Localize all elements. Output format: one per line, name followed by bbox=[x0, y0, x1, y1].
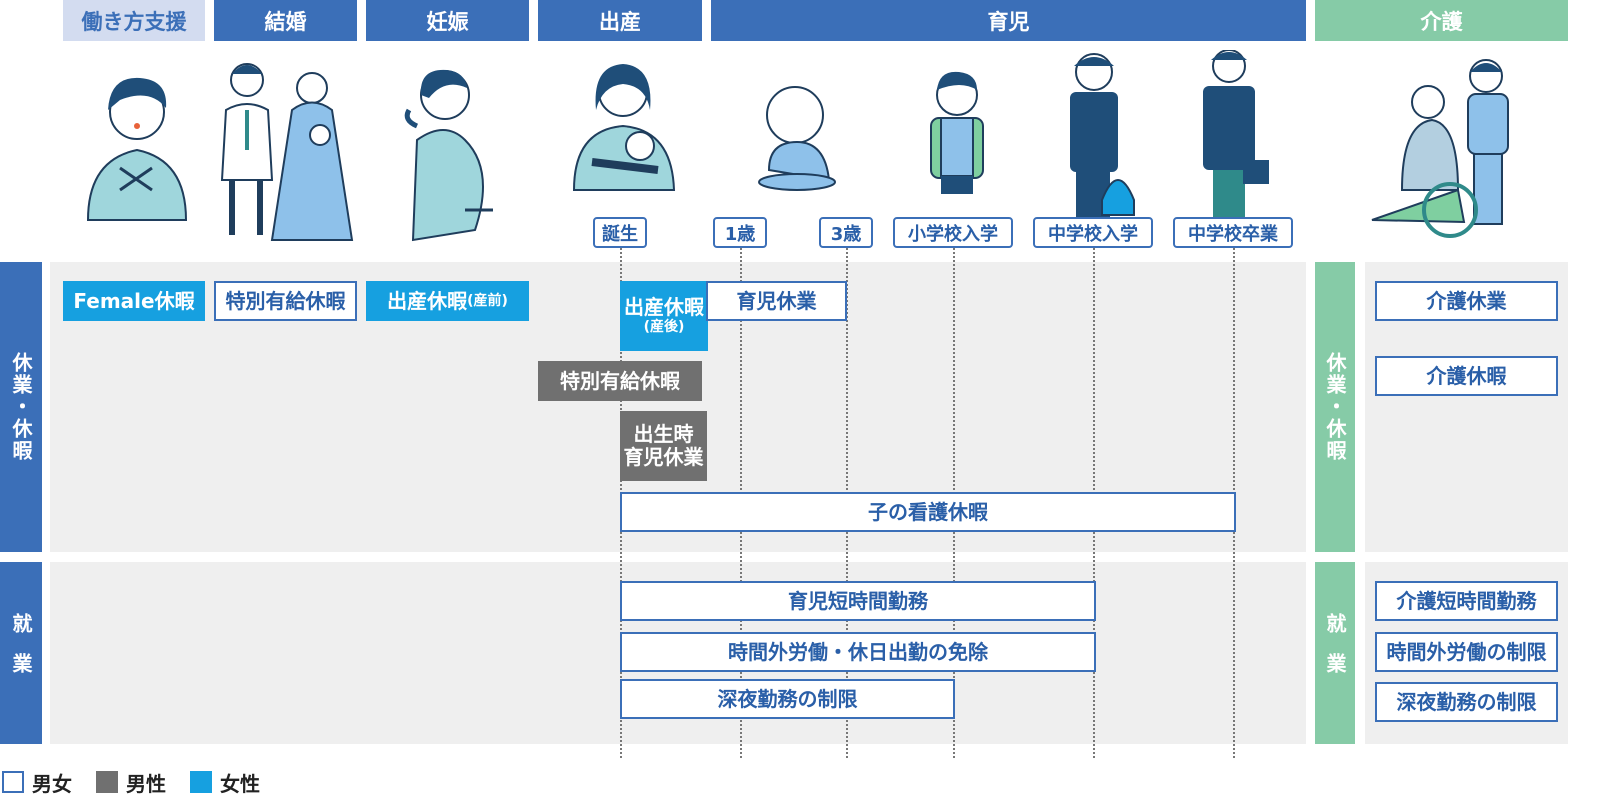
header-birth: 出産 bbox=[538, 0, 702, 41]
milestone-junior-high-grad: 中学校卒業 bbox=[1173, 217, 1293, 248]
header-childcare: 育児 bbox=[711, 0, 1306, 41]
night-work-limit-box: 深夜勤務の制限 bbox=[620, 679, 955, 719]
child-with-backpack-icon bbox=[930, 71, 984, 194]
section-label-leave: 休業・休暇 bbox=[0, 262, 42, 552]
legend-female: 女性 bbox=[190, 770, 260, 794]
special-paid-leave-box: 特別有給休暇 bbox=[214, 281, 357, 321]
mother-with-baby-icon bbox=[572, 64, 676, 191]
paternity-leave-box: 出生時育児休業 bbox=[620, 411, 707, 481]
legend-male: 男性 bbox=[96, 770, 166, 794]
woman-gesturing-icon bbox=[86, 77, 188, 221]
legend-both: 男女 bbox=[2, 770, 72, 794]
milestone-age3: 3歳 bbox=[819, 217, 873, 248]
special-paid-leave-male-box: 特別有給休暇 bbox=[538, 361, 702, 401]
maternity-leave-pre-box: 出産休暇(産前) bbox=[366, 281, 529, 321]
student-uniform-icon bbox=[1070, 53, 1135, 236]
milestone-junior-high-enter: 中学校入学 bbox=[1033, 217, 1153, 248]
header-pregnancy: 妊娠 bbox=[366, 0, 529, 41]
header-nursing: 介護 bbox=[1315, 0, 1568, 41]
legend-swatch-both bbox=[2, 771, 24, 793]
overtime-exemption-box: 時間外労働・休日出勤の免除 bbox=[620, 632, 1096, 672]
milestone-elementary: 小学校入学 bbox=[893, 217, 1013, 248]
header-marriage: 結婚 bbox=[214, 0, 357, 41]
female-leave-box: Female休暇 bbox=[63, 281, 205, 321]
milestone-age1: 1歳 bbox=[713, 217, 767, 248]
nursing-care-holiday-box: 介護休暇 bbox=[1375, 356, 1558, 396]
header-work-support: 働き方支援 bbox=[63, 0, 205, 41]
overtime-limit-box: 時間外労働の制限 bbox=[1375, 632, 1558, 672]
night-work-limit-nursing-box: 深夜勤務の制限 bbox=[1375, 682, 1558, 722]
pregnant-woman-icon bbox=[404, 69, 493, 242]
nursing-care-leave-box: 介護休業 bbox=[1375, 281, 1558, 321]
section-label-nursing-leave: 休業・休暇 bbox=[1315, 262, 1355, 552]
legend-swatch-male bbox=[96, 771, 118, 793]
milestone-birth: 誕生 bbox=[593, 217, 647, 248]
section-label-nursing-work: 就業 bbox=[1315, 562, 1355, 744]
caregiver-wheelchair-icon bbox=[1371, 59, 1509, 238]
baby-icon bbox=[758, 86, 836, 191]
short-hours-nursing-box: 介護短時間勤務 bbox=[1375, 581, 1558, 621]
legend-swatch-female bbox=[190, 771, 212, 793]
section-label-work: 就業 bbox=[0, 562, 42, 744]
short-hours-childcare-box: 育児短時間勤務 bbox=[620, 581, 1096, 621]
childcare-leave-box: 育児休業 bbox=[706, 281, 847, 321]
maternity-leave-post-box: 出産休暇(産後) bbox=[620, 281, 708, 351]
sick-child-leave-box: 子の看護休暇 bbox=[620, 492, 1236, 532]
wedding-couple-icon bbox=[220, 63, 354, 241]
